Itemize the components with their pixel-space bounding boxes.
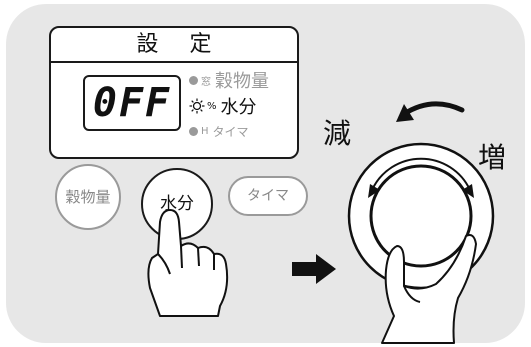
- indicator-symbol: 窓: [201, 76, 211, 88]
- indicator-label: タイマ: [212, 125, 249, 139]
- lcd-readout: 0FF: [83, 75, 181, 131]
- indicator-symbol: H: [201, 126, 209, 137]
- grain-amount-button[interactable]: 穀物量: [55, 164, 121, 230]
- display-title: 設 定: [136, 32, 224, 57]
- lit-lamp-icon: [189, 98, 205, 114]
- increase-label: 増: [478, 141, 507, 174]
- indicator-label: 水分: [220, 97, 257, 118]
- indicator-lamp-icon: [189, 127, 198, 136]
- decrease-label: 減: [323, 117, 352, 150]
- right-arrow-icon: [292, 254, 336, 284]
- indicator-lamp-icon: [189, 75, 198, 85]
- indicator-moisture: %水分: [189, 93, 257, 118]
- indicator-symbol: %: [207, 100, 217, 112]
- rotation-arrow-icon: [396, 101, 465, 122]
- title-divider: [51, 61, 297, 63]
- pointing-hand-icon: [147, 209, 229, 317]
- dial-knob: [347, 142, 495, 290]
- double-arrow-icon: [368, 157, 474, 198]
- timer-button[interactable]: タイマ: [228, 176, 308, 216]
- indicator-label: 穀物量: [215, 71, 269, 92]
- indicator-grain-amount: 窓穀物量: [189, 67, 269, 92]
- hand-turning-dial-icon: [381, 234, 477, 344]
